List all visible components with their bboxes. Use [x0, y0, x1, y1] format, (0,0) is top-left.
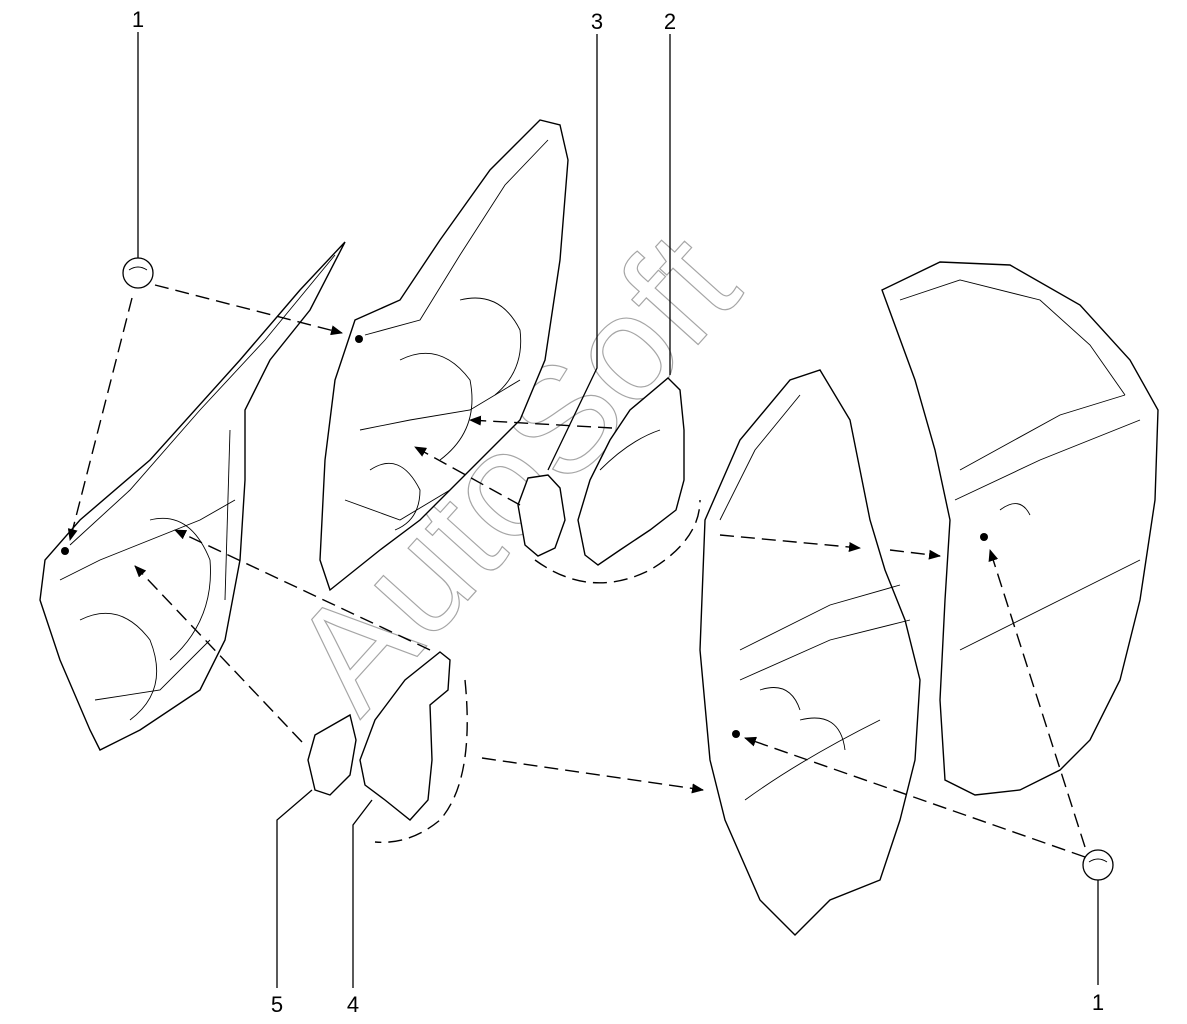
callout-label-4: 4: [347, 992, 359, 1017]
callout-label-1-left: 1: [132, 7, 144, 32]
assembly-arrows: [67, 284, 1086, 858]
seal-arc-lower: [374, 679, 468, 844]
rear-door-outer-right: [881, 261, 1159, 796]
fastener-point-rear-frame: [732, 730, 740, 738]
part-5-small-pad: [307, 713, 357, 796]
part-2-large-pad: [577, 377, 685, 566]
leader-lines: [137, 32, 1099, 988]
fastener-point-center: [355, 335, 363, 343]
fastener-point-left: [61, 547, 69, 555]
front-door-frame-center: [319, 119, 569, 592]
fastener-point-right: [980, 533, 988, 541]
rear-door-frame: [699, 369, 921, 936]
callout-label-1-right: 1: [1092, 990, 1104, 1015]
callout-label-5: 5: [271, 992, 283, 1017]
fastener-callout-right: [1082, 849, 1114, 881]
callout-label-2: 2: [664, 9, 676, 34]
fastener-callout-left: [122, 257, 154, 289]
part-3-small-pad: [517, 474, 566, 557]
part-4-large-pad: [359, 651, 451, 821]
front-door-inner-panel-left: [39, 241, 346, 751]
callout-label-3: 3: [591, 9, 603, 34]
